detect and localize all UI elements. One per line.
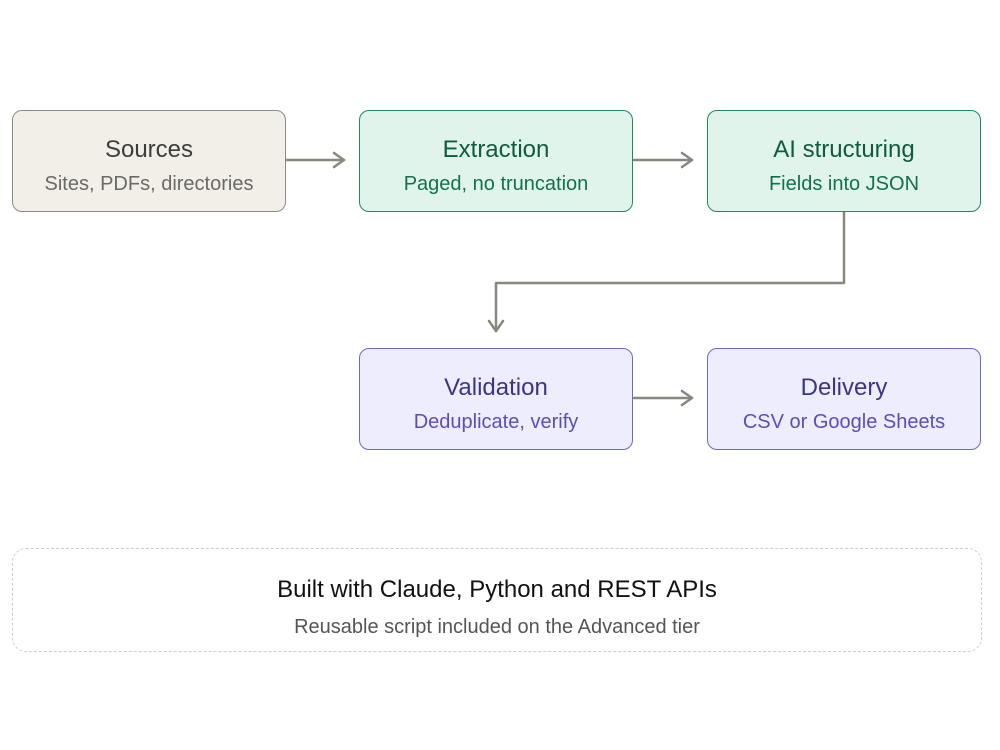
arrow-extraction-to-ai-structuring [632,151,694,169]
node-validation-subtitle: Deduplicate, verify [413,411,579,433]
arrow-ai-structuring-to-validation [487,210,846,333]
node-validation: Validation Deduplicate, verify [359,348,633,450]
arrow-sources-to-extraction [284,151,346,169]
footer-note: Built with Claude, Python and REST APIs … [12,548,982,652]
node-sources-subtitle: Sites, PDFs, directories [44,173,254,195]
node-extraction: Extraction Paged, no truncation [359,110,633,212]
node-ai-structuring: AI structuring Fields into JSON [707,110,981,212]
node-ai-structuring-subtitle: Fields into JSON [768,173,920,195]
node-sources-title: Sources [104,136,194,163]
node-delivery-title: Delivery [800,374,888,401]
node-validation-title: Validation [444,374,548,401]
footer-subtitle: Reusable script included on the Advanced… [294,616,700,638]
node-sources: Sources Sites, PDFs, directories [12,110,286,212]
footer-title: Built with Claude, Python and REST APIs [277,576,717,603]
node-delivery-subtitle: CSV or Google Sheets [742,411,946,433]
node-delivery: Delivery CSV or Google Sheets [707,348,981,450]
node-extraction-subtitle: Paged, no truncation [403,173,589,195]
arrow-validation-to-delivery [632,389,694,407]
node-extraction-title: Extraction [442,136,550,163]
node-ai-structuring-title: AI structuring [773,136,915,163]
